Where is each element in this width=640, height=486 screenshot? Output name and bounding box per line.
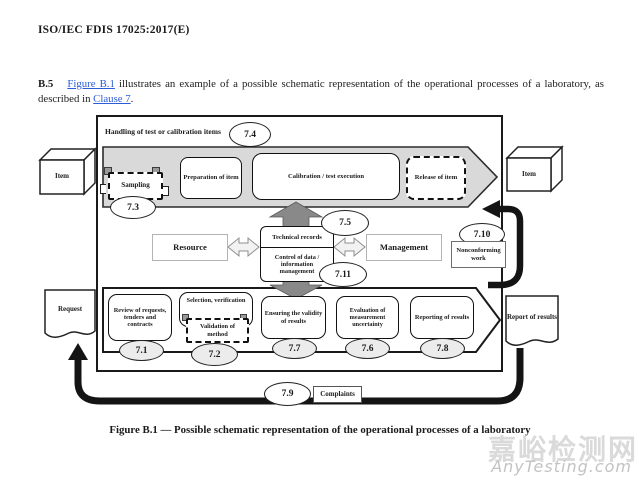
ensuring-validity-box: Ensuring the validity of results <box>261 296 326 339</box>
clause-7-link[interactable]: Clause 7 <box>93 92 131 105</box>
preparation-of-item-box: Preparation of item <box>180 157 242 199</box>
resource-box: Resource <box>152 234 228 261</box>
item-cube-left <box>38 147 97 196</box>
watermark-cn: 嘉峪检测网 <box>487 433 638 466</box>
ref-oval-7-2: 7.2 <box>191 343 238 366</box>
ref-oval-7-4: 7.4 <box>229 122 271 147</box>
review-requests-box: Review of requests, tenders and contract… <box>108 294 172 341</box>
ref-oval-7-1: 7.1 <box>119 340 164 361</box>
clamp-icon <box>182 314 189 321</box>
item-right-label: Item <box>522 169 536 178</box>
clamp-hook-icon <box>100 184 106 194</box>
item-left-label: Item <box>55 172 69 181</box>
data-control-cell: Control of data / information management <box>274 253 320 276</box>
management-box: Management <box>366 234 442 261</box>
paragraph-period: . <box>130 92 134 105</box>
evaluation-uncertainty-box: Evaluation of measurement uncertainty <box>336 296 399 339</box>
ref-oval-7-6: 7.6 <box>345 338 390 359</box>
technical-records-cell: Technical records <box>261 227 333 248</box>
nonconforming-loop-arrowhead <box>482 200 500 218</box>
calibration-test-execution-box: Calibration / test execution <box>252 153 400 200</box>
reporting-results-box: Reporting of results <box>410 296 474 339</box>
clause-b5-paragraph: B.5 Figure B.1 illustrates an example of … <box>38 77 604 106</box>
validation-of-method-box: Validation of method <box>186 318 249 343</box>
item-cube-right <box>505 145 564 193</box>
records-data-control-box: Technical records Control of data / info… <box>260 226 334 282</box>
figure-caption: Figure B.1 — Possible schematic represen… <box>109 424 531 436</box>
management-link-arrow-icon <box>333 236 366 258</box>
ref-oval-7-3: 7.3 <box>110 196 156 219</box>
ref-oval-7-5: 7.5 <box>321 210 369 236</box>
ref-oval-7-9: 7.9 <box>264 382 311 406</box>
report-of-results-label: Report of results <box>506 313 558 322</box>
request-document-shape <box>44 289 96 338</box>
complaints-box: Complaints <box>313 386 362 403</box>
ref-oval-7-7: 7.7 <box>272 338 317 359</box>
clause-number: B.5 <box>38 78 54 90</box>
clamp-hook-icon <box>163 186 169 196</box>
nonconforming-loop-line <box>488 205 524 289</box>
complaints-loop-arrowhead <box>68 343 88 360</box>
ref-oval-7-11: 7.11 <box>319 262 367 287</box>
paragraph-text: illustrates an example of a possible sch… <box>38 78 604 105</box>
handling-items-label: Handling of test or calibration items <box>105 127 221 136</box>
watermark-en: AnyTesting.com <box>491 457 632 476</box>
ref-oval-7-8: 7.8 <box>420 338 465 359</box>
nonconforming-work-box: Nonconforming work <box>451 241 506 268</box>
figure-b1-link[interactable]: Figure B.1 <box>67 78 115 90</box>
standard-title: ISO/IEC FDIS 17025:2017(E) <box>38 24 190 36</box>
sampling-box: Sampling <box>108 172 163 200</box>
request-label: Request <box>57 305 83 314</box>
report-document-shape <box>505 295 559 346</box>
release-of-item-box: Release of item <box>406 156 466 200</box>
resource-link-arrow-icon <box>227 236 260 258</box>
